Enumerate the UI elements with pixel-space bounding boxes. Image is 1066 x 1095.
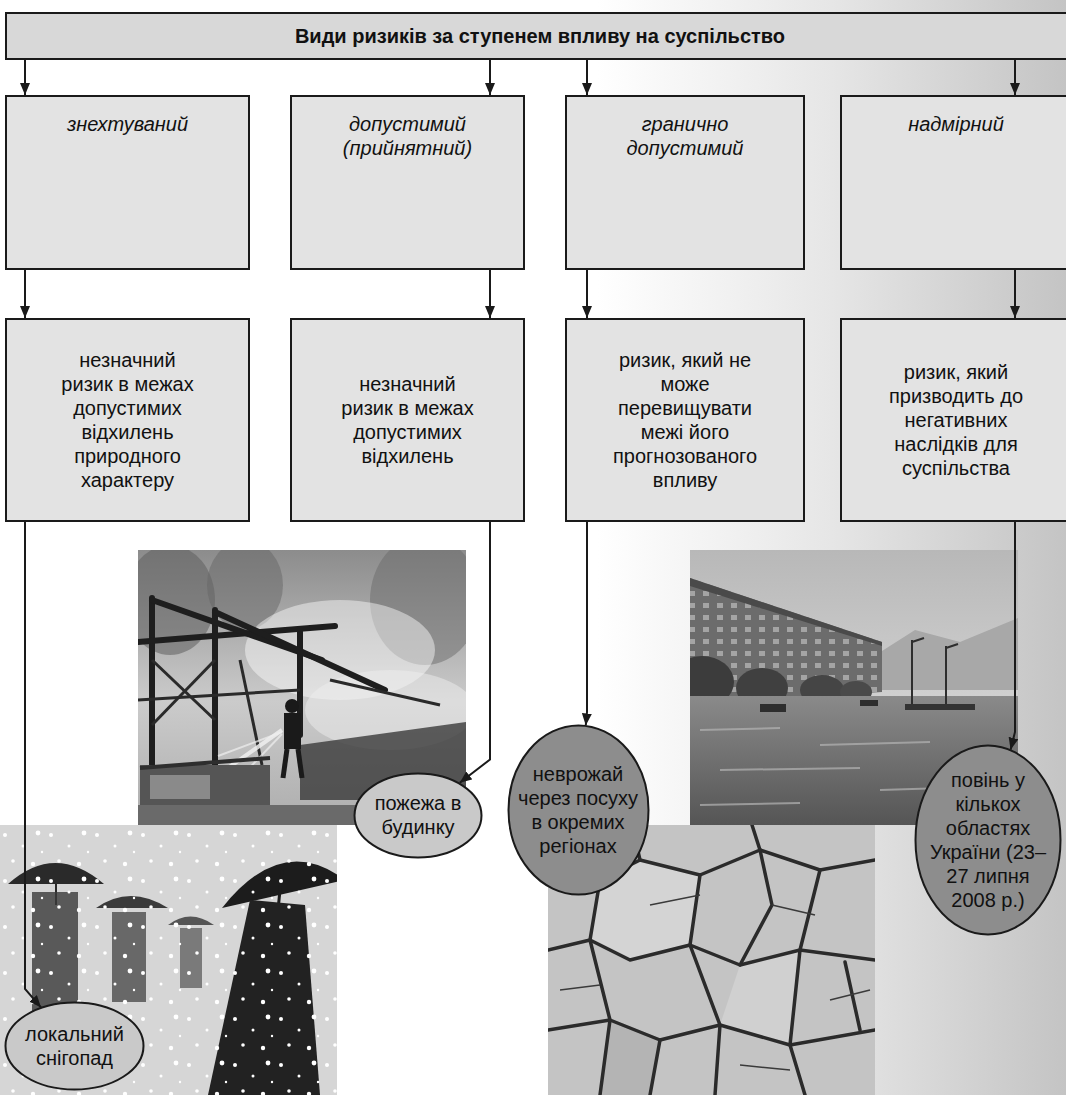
risk-type-box: надмірний <box>840 95 1066 270</box>
cracked-earth-photo <box>752 825 760 850</box>
risk-type-label: надмірний <box>908 112 1004 136</box>
fire-photo <box>330 680 440 705</box>
cracked-earth-photo <box>740 1065 790 1070</box>
connector-arrow <box>24 60 26 95</box>
connector-arrow <box>586 60 588 95</box>
connector-arrow <box>1014 60 1016 95</box>
definition-box: ризик, який не може перевищувати межі йо… <box>565 318 805 522</box>
risk-type-box: гранично допустимий <box>565 95 805 270</box>
fire-photo <box>284 713 301 749</box>
connector-arrow <box>24 270 26 318</box>
cracked-earth-photo <box>650 1040 660 1095</box>
connector-arrow <box>1011 522 1015 750</box>
connector-arrow <box>1014 270 1016 318</box>
example-text: локальний снігопад <box>22 1022 127 1070</box>
definition-text: ризик, який не може перевищувати межі йо… <box>605 348 765 492</box>
cracked-earth-photo <box>548 1020 875 1045</box>
flood-photo <box>700 728 780 730</box>
risk-type-label: допустимий (прийнятний) <box>338 112 478 160</box>
fire-photo <box>298 749 302 778</box>
connector-arrow <box>586 522 587 726</box>
oval-outline <box>6 1003 144 1090</box>
oval-outline <box>353 772 483 859</box>
flood-photo <box>720 768 860 770</box>
flood-photo <box>946 644 958 648</box>
example-text: неврожай через посуху в окремих регіонах <box>516 762 641 858</box>
cracked-earth-photo <box>650 895 700 905</box>
heading-bar: Види ризиків за ступенем впливу на суспі… <box>5 12 1066 60</box>
cracked-earth-photo <box>560 895 870 1070</box>
cracked-earth-photo <box>560 985 600 990</box>
oval-outline <box>4 1001 145 1091</box>
risk-type-label: знехтуваний <box>67 112 188 136</box>
cracked-earth-photo <box>590 880 610 1095</box>
cracked-earth-photo <box>772 905 815 915</box>
connector-arrow <box>489 270 491 318</box>
fire-photo <box>152 660 215 725</box>
fire-photo <box>283 749 287 778</box>
flood-photo <box>820 742 930 745</box>
snowfall-photo <box>0 825 337 1095</box>
example-text: пожежа в будинку <box>371 791 466 839</box>
oval-outline <box>916 746 1061 935</box>
fire-photo <box>149 598 155 765</box>
flood-photo <box>860 700 878 706</box>
definition-box: незначний ризик в межах допустимих відхи… <box>5 318 250 522</box>
fire-photo <box>240 660 262 765</box>
flood-photo <box>945 646 947 706</box>
connector-arrow <box>25 522 41 1007</box>
oval-outline <box>355 773 482 857</box>
flood-photo <box>700 803 800 805</box>
flood-photo <box>911 640 913 706</box>
example-oval: локальний снігопад <box>4 1001 145 1091</box>
oval-outline <box>508 726 648 895</box>
definition-text: незначний ризик в межах допустимих відхи… <box>335 372 480 468</box>
fire-photo <box>138 690 300 700</box>
cracked-earth-photo <box>740 850 772 965</box>
risk-type-box: знехтуваний <box>5 95 250 270</box>
connector-arrow <box>489 60 491 95</box>
example-oval: пожежа в будинку <box>353 772 483 859</box>
fire-photo <box>215 612 385 690</box>
connector-arrow <box>586 270 588 318</box>
snowfall-photo <box>0 825 337 1095</box>
definition-box: незначний ризик в межах допустимих відхи… <box>290 318 525 522</box>
cracked-earth-photo <box>720 950 800 1045</box>
fire-photo <box>140 758 270 768</box>
example-oval: повінь у кількох областях України (23–27… <box>914 744 1062 936</box>
fire-photo <box>285 699 299 713</box>
cracked-earth-photo <box>830 990 870 1000</box>
flood-photo <box>905 704 975 710</box>
risk-type-box: допустимий (прийнятний) <box>290 95 525 270</box>
risk-type-label: гранично допустимий <box>615 112 755 160</box>
flood-photo <box>760 704 786 712</box>
cracked-earth-photo <box>790 870 820 1095</box>
example-text: повінь у кількох областях України (23–27… <box>925 768 1052 912</box>
definition-text: ризик, який призводить до негативних нас… <box>884 360 1029 480</box>
fire-photo <box>150 775 210 799</box>
flood-photo <box>912 638 924 642</box>
flood-photo <box>860 618 1018 690</box>
definition-text: незначний ризик в межах допустимих відхи… <box>55 348 200 492</box>
cracked-earth-photo <box>690 875 720 1095</box>
oval-outline <box>507 724 650 896</box>
connector-arrow <box>460 522 490 783</box>
heading-text: Види ризиків за ступенем впливу на суспі… <box>295 24 785 48</box>
definition-box: ризик, який призводить до негативних нас… <box>840 318 1066 522</box>
example-oval: неврожай через посуху в окремих регіонах <box>507 724 650 896</box>
flood-photo <box>690 578 882 646</box>
snowfall-photo <box>0 825 337 1095</box>
